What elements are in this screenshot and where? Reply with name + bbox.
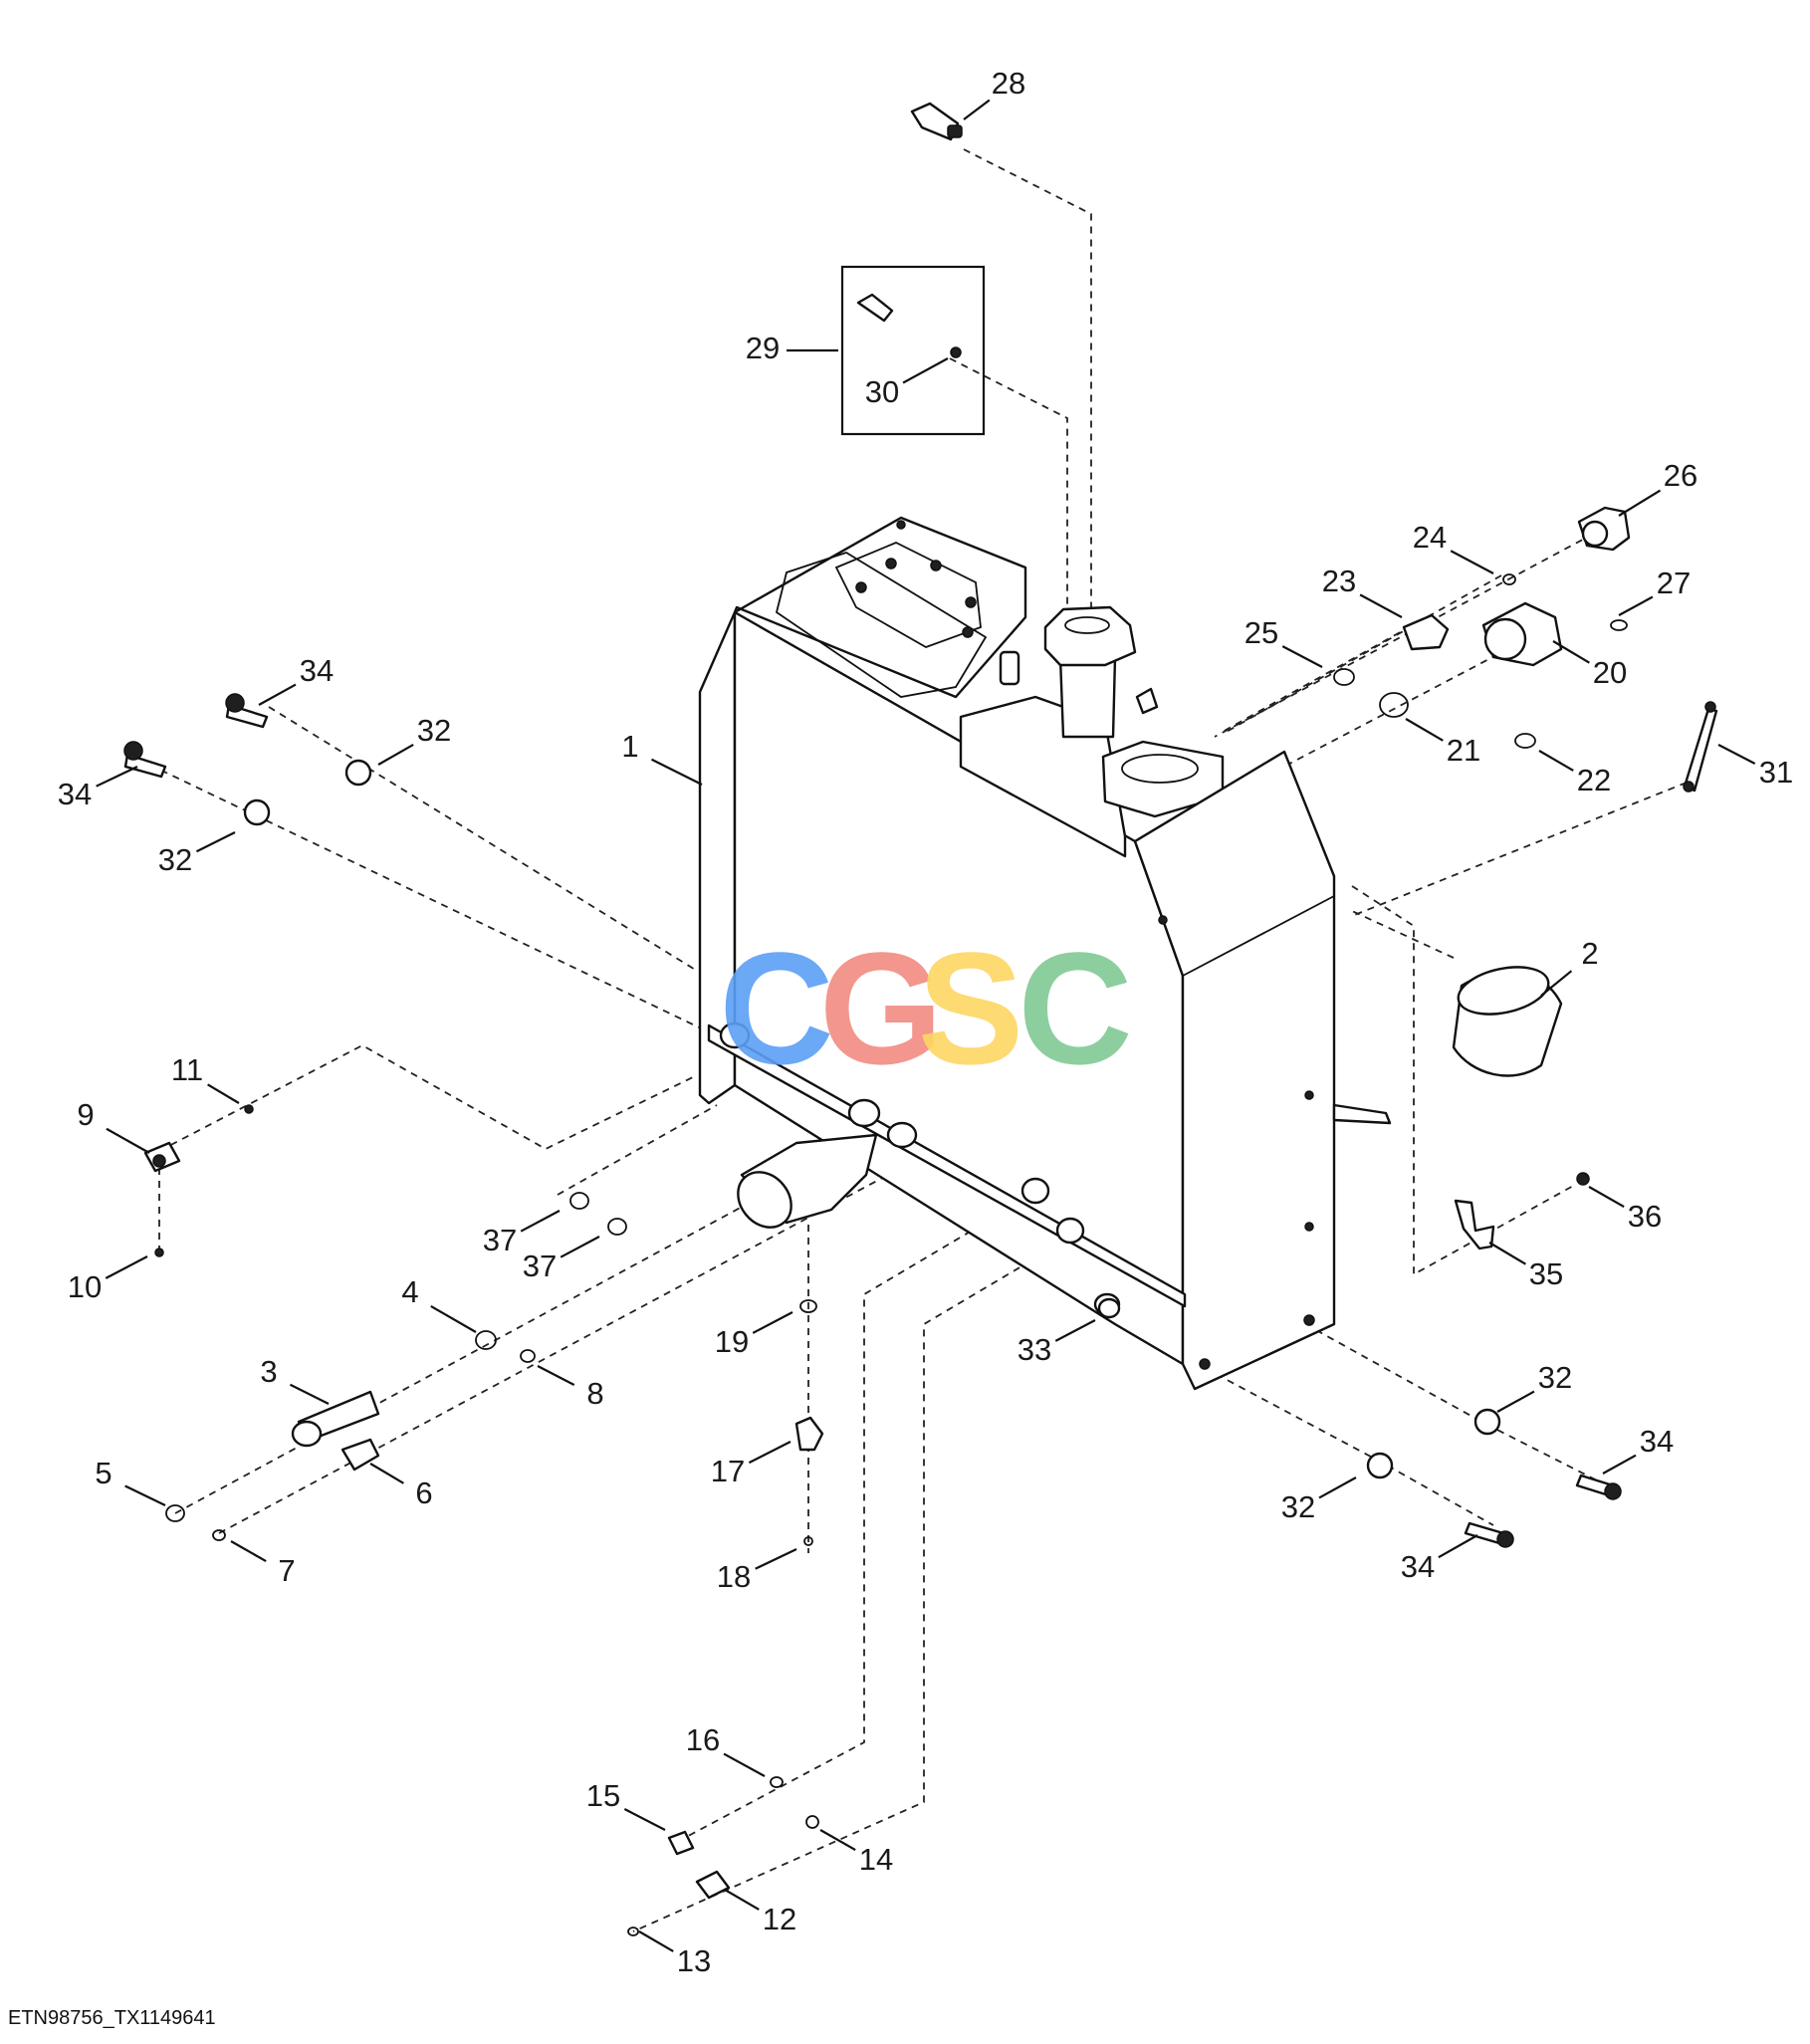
- callout-label-23: 23: [1322, 564, 1356, 598]
- callout-label-30: 30: [865, 374, 899, 409]
- leader-line-1: [650, 758, 703, 786]
- leader-line-16: [723, 1752, 766, 1777]
- leader-line-5: [124, 1484, 166, 1506]
- callout-labels: 1234567891011121314151617181920212223242…: [58, 66, 1793, 1978]
- callout-label-16: 16: [686, 1722, 720, 1757]
- callout-label-34d: 34: [1401, 1549, 1435, 1584]
- leader-line-7: [230, 1540, 267, 1563]
- callout-label-37b: 37: [523, 1249, 557, 1283]
- callout-label-25: 25: [1244, 615, 1278, 650]
- callout-label-24: 24: [1413, 520, 1447, 555]
- leader-line-11: [207, 1083, 240, 1104]
- callout-label-35: 35: [1529, 1256, 1563, 1291]
- callout-label-21: 21: [1447, 733, 1480, 768]
- leader-line-22: [1538, 750, 1574, 772]
- leader-line-13: [638, 1930, 674, 1952]
- leader-line-35: [1488, 1242, 1526, 1265]
- callout-label-3: 3: [260, 1354, 277, 1389]
- callout-label-10: 10: [68, 1269, 102, 1304]
- callout-label-12: 12: [763, 1902, 796, 1936]
- callout-label-6: 6: [415, 1476, 432, 1510]
- leader-line-17: [748, 1441, 792, 1465]
- hardware: [123, 102, 1718, 1936]
- callout-label-29: 29: [746, 331, 780, 365]
- leader-line-9: [106, 1127, 150, 1154]
- callout-label-17: 17: [711, 1454, 745, 1488]
- callout-label-5: 5: [95, 1456, 112, 1490]
- leader-line-32a: [377, 743, 414, 766]
- leader-line-15: [623, 1808, 666, 1831]
- diagram-id: ETN98756_TX1149641: [8, 2007, 216, 2029]
- watermark-letter: G: [819, 919, 943, 1097]
- leader-line-31: [1717, 744, 1756, 765]
- leader-line-19: [752, 1311, 793, 1334]
- callout-label-4: 4: [401, 1274, 418, 1309]
- leader-line-37a: [520, 1210, 561, 1233]
- callout-label-9: 9: [77, 1097, 94, 1132]
- watermark-letter: C: [719, 919, 834, 1097]
- callout-label-8: 8: [586, 1376, 603, 1411]
- callout-label-19: 19: [715, 1324, 749, 1359]
- leader-line-20: [1552, 640, 1590, 664]
- callout-label-22: 22: [1577, 763, 1611, 797]
- callout-label-32d: 32: [1281, 1489, 1315, 1524]
- callout-label-18: 18: [717, 1559, 751, 1594]
- leader-line-10: [105, 1255, 148, 1279]
- leader-line-21: [1405, 718, 1444, 742]
- leader-line-6: [369, 1463, 404, 1484]
- leader-line-18: [755, 1548, 797, 1570]
- leader-line-14: [819, 1829, 856, 1852]
- callout-label-7: 7: [278, 1553, 295, 1588]
- callout-label-34c: 34: [1640, 1424, 1674, 1459]
- leader-line-34b: [96, 766, 138, 788]
- callout-label-32c: 32: [1538, 1360, 1572, 1395]
- leader-line-3: [289, 1383, 330, 1405]
- callout-label-36: 36: [1628, 1199, 1662, 1234]
- callout-label-14: 14: [859, 1842, 893, 1877]
- callout-label-34b: 34: [58, 777, 92, 811]
- callout-label-28: 28: [992, 66, 1025, 101]
- callout-label-27: 27: [1657, 566, 1691, 600]
- callout-label-20: 20: [1593, 655, 1627, 690]
- leader-line-27: [1618, 595, 1654, 616]
- leader-line-36: [1588, 1186, 1625, 1209]
- hydraulic-tank: [698, 516, 1392, 1391]
- leader-line-37b: [560, 1236, 600, 1258]
- leader-line-33: [1054, 1319, 1096, 1342]
- callout-label-11: 11: [171, 1052, 203, 1087]
- leader-line-32d: [1318, 1476, 1357, 1499]
- leader-line-12: [724, 1889, 760, 1911]
- leader-line-4: [430, 1305, 477, 1333]
- leader-line-34d: [1438, 1534, 1478, 1559]
- leader-line-34a: [258, 683, 297, 706]
- callout-label-26: 26: [1664, 458, 1697, 493]
- callout-label-15: 15: [586, 1778, 620, 1813]
- watermark-letter: S: [918, 919, 1024, 1097]
- watermark-letter: C: [1018, 919, 1133, 1097]
- leader-line-30: [902, 357, 949, 384]
- callout-label-33: 33: [1018, 1332, 1051, 1367]
- leader-line-8: [537, 1365, 575, 1386]
- leader-line-26: [1618, 489, 1662, 517]
- leader-line-28: [963, 99, 991, 120]
- callout-label-2: 2: [1581, 936, 1598, 971]
- leader-line-32b: [195, 831, 236, 853]
- callout-label-32a: 32: [417, 713, 451, 748]
- leader-line-34c: [1602, 1454, 1637, 1475]
- leader-line-32c: [1496, 1390, 1535, 1413]
- callout-label-32b: 32: [158, 842, 192, 877]
- callout-label-37a: 37: [483, 1223, 517, 1257]
- callout-label-34a: 34: [300, 653, 334, 688]
- leader-line-2: [1540, 970, 1573, 997]
- leader-line-23: [1359, 593, 1403, 618]
- callout-label-1: 1: [621, 729, 638, 764]
- callout-label-31: 31: [1759, 755, 1793, 790]
- leader-line-24: [1450, 550, 1494, 574]
- leader-line-25: [1281, 645, 1323, 668]
- callout-label-13: 13: [677, 1943, 711, 1978]
